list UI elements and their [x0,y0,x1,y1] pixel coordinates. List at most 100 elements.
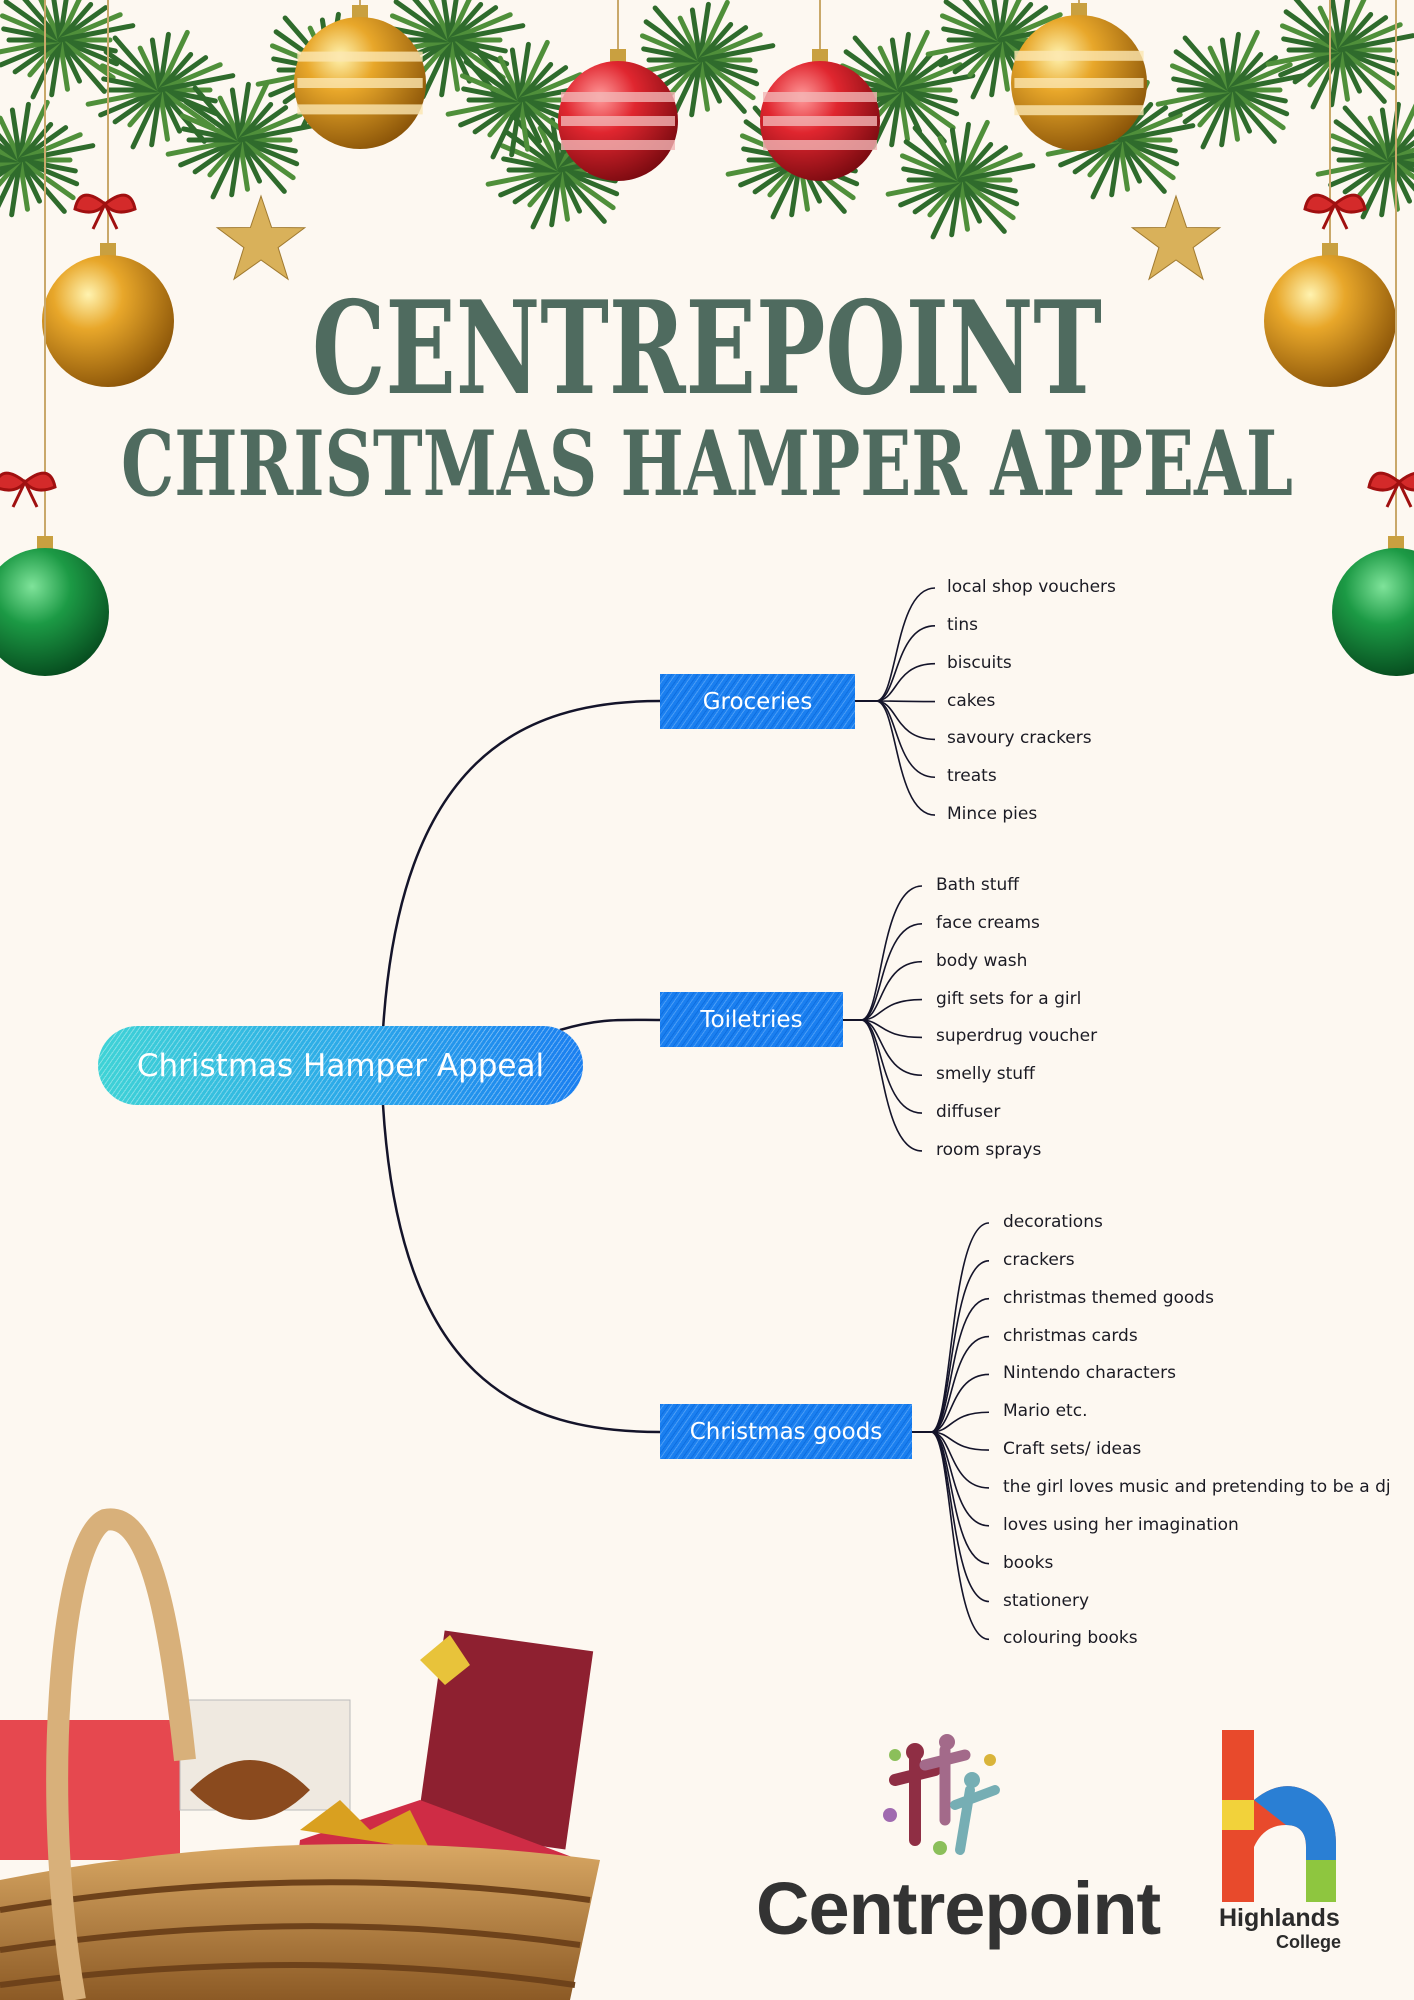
pine-needle [9,157,23,218]
pine-needle [1293,0,1343,53]
pine-needle [237,137,296,181]
pine-needle [991,0,1003,43]
mindmap-leaf-item[interactable]: room sprays [936,1139,1042,1160]
pine-needle [463,59,523,103]
leaf-connector [875,625,936,702]
gold-star-icon [215,194,307,281]
leaf-connector [860,960,923,1021]
mindmap-leaf-item[interactable]: treats [947,766,997,787]
mindmap-leaf-item[interactable]: Mince pies [947,804,1038,825]
pine-needle [1310,47,1343,110]
pine-needle [420,37,453,100]
mindmap-leaf-item[interactable]: decorations [1003,1212,1103,1232]
pine-needle [57,37,116,81]
pine-needle [897,31,911,93]
leaf-connector [930,1431,990,1641]
pine-needle [697,57,756,101]
pine-needle [0,132,23,163]
leaf-connector [875,587,936,702]
pine-needle [997,0,1009,43]
red-bow-icon [1303,193,1367,230]
pine-needle [51,0,63,43]
branch-node-christmas-goods[interactable]: Christmas goods [660,1404,912,1459]
pine-needle [1342,105,1393,163]
connector-groceries [381,699,661,1031]
mindmap-leaf-item[interactable]: Craft sets/ ideas [1003,1439,1142,1460]
pine-needle [1337,47,1387,104]
pine-needle [889,37,903,93]
pine-needle [557,167,607,224]
pine-needle [949,177,963,238]
mindmap-leaf-item[interactable]: face creams [936,912,1040,933]
pine-needle [903,139,963,183]
mindmap-leaf-item[interactable]: christmas cards [1003,1325,1138,1346]
pine-needle [103,49,163,93]
mindmap-leaf-item[interactable]: christmas themed goods [1003,1287,1214,1308]
mindmap-leaf-item[interactable]: body wash [936,950,1028,971]
pine-needle [517,97,567,154]
mindmap-leaf-item[interactable]: stationery [1003,1590,1090,1611]
mindmap-center-node[interactable]: Christmas Hamper Appeal [98,1026,583,1105]
pine-needle [1337,33,1414,53]
pine-needle [157,31,171,93]
mindmap-leaf-item[interactable]: crackers [1003,1249,1075,1270]
pine-needle [1090,137,1123,200]
pine-needle [509,97,523,158]
pine-needle [237,79,270,143]
branch-node-groceries[interactable]: Groceries [660,674,855,729]
pine-needle [1387,101,1401,163]
pine-needle [517,41,531,103]
pine-needle [912,125,963,183]
pine-needle [930,177,963,240]
center-node-label: Christmas Hamper Appeal [136,1047,545,1084]
mindmap-leaf-item[interactable]: savoury crackers [947,728,1092,749]
pine-needle [957,119,990,183]
mindmap-leaf-item[interactable]: local shop vouchers [947,577,1116,597]
mindmap-leaf-item[interactable]: biscuits [947,652,1012,673]
mindmap-leaf-item[interactable]: Nintendo characters [1003,1363,1176,1384]
pine-needle [1337,47,1396,91]
pine-needle [439,37,453,98]
pine-needle [1227,73,1306,93]
polka-gift-box [416,1630,594,1850]
pine-needle [689,57,703,118]
pine-needle [157,73,236,93]
mindmap-leaf-item[interactable]: diffuser [936,1102,1001,1123]
leaf-connector [875,662,936,702]
mindmap-leaf-item[interactable]: gift sets for a girl [936,988,1082,1009]
mindmap-leaf-item[interactable]: Bath stuff [936,875,1019,895]
leaf-connector [860,923,923,1021]
bauble-cap [610,49,626,63]
bauble-cap [100,243,116,257]
leaf-connector [930,1222,990,1433]
pine-needle [652,5,703,63]
mindmap-leaf-item[interactable]: loves using her imagination [1003,1514,1239,1535]
pine-needle [943,0,1003,43]
gold-star-icon [1130,194,1222,281]
pine-needle [0,142,23,163]
pine-needle [1329,47,1343,108]
mindmap-leaf-item[interactable]: smelly stuff [936,1064,1035,1085]
highlands-h-logo [1222,1730,1336,1902]
pine-needle [697,57,747,114]
mindmap-leaf-item[interactable]: colouring books [1003,1628,1138,1649]
pine-needle [1337,0,1351,53]
mindmap-leaf-item[interactable]: books [1003,1552,1054,1573]
bauble-cap [812,49,828,63]
pine-needle [210,137,243,200]
gold-wrapped-sweets [300,1800,430,1850]
branch-node-toiletries[interactable]: Toiletries [660,992,843,1047]
pine-needle [957,121,971,183]
mindmap-leaf-item[interactable]: cakes [947,690,996,711]
pine-needle [1117,123,1196,143]
pine-needle [897,87,947,144]
pine-needle [130,87,163,150]
mindmap-leaf-item[interactable]: the girl loves music and pretending to b… [1003,1476,1391,1497]
pine-needle [889,87,903,148]
mindmap-leaf-item[interactable]: superdrug voucher [936,1026,1098,1047]
pine-needle [3,0,63,43]
pine-needle [897,73,976,93]
pine-needle [49,37,63,98]
mindmap-leaf-item[interactable]: tins [947,614,979,635]
mindmap-leaf-item[interactable]: Mario etc. [1003,1401,1088,1422]
